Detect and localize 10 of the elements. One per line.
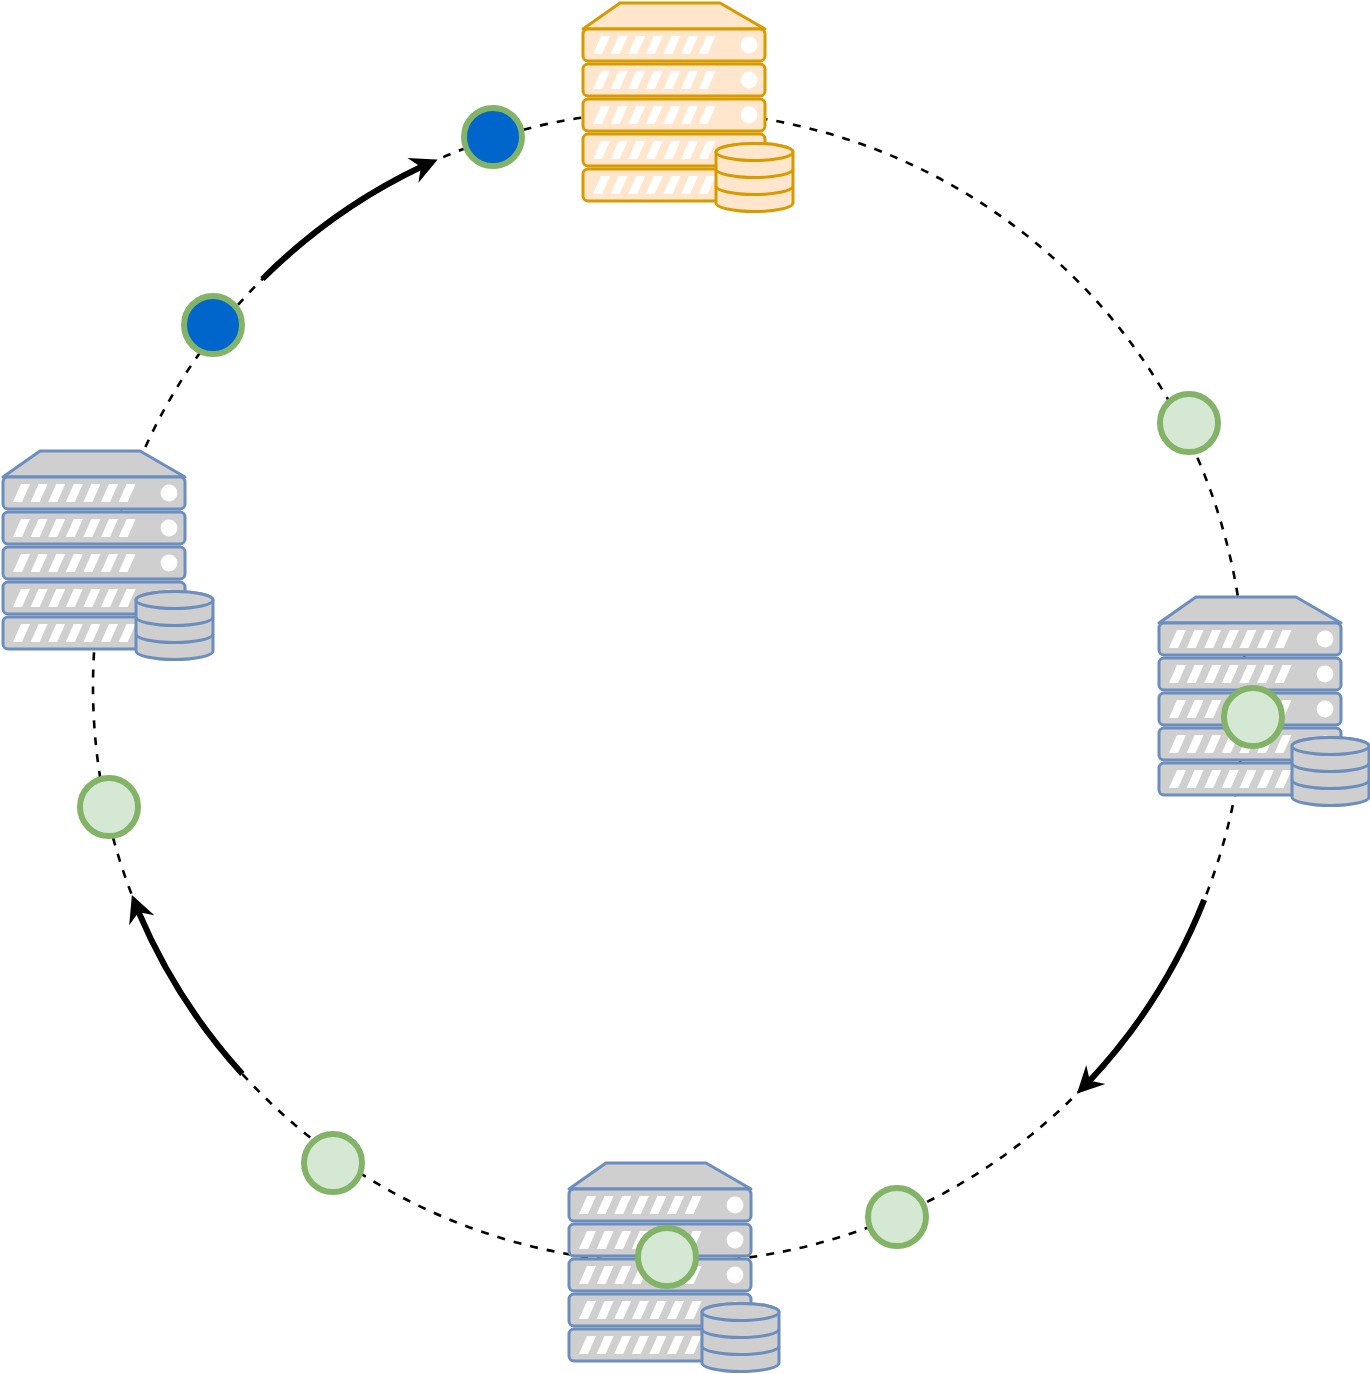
dot-icon — [1155, 389, 1221, 455]
dot-icon — [863, 1183, 929, 1249]
dot-icon — [299, 1129, 365, 1195]
server-icon — [580, 0, 796, 214]
server-icon — [0, 448, 216, 662]
dot-icon — [179, 291, 245, 357]
dot-icon — [459, 103, 525, 169]
server-icon — [566, 1160, 782, 1374]
dot-icon — [75, 773, 141, 839]
server-icon — [1156, 594, 1370, 808]
